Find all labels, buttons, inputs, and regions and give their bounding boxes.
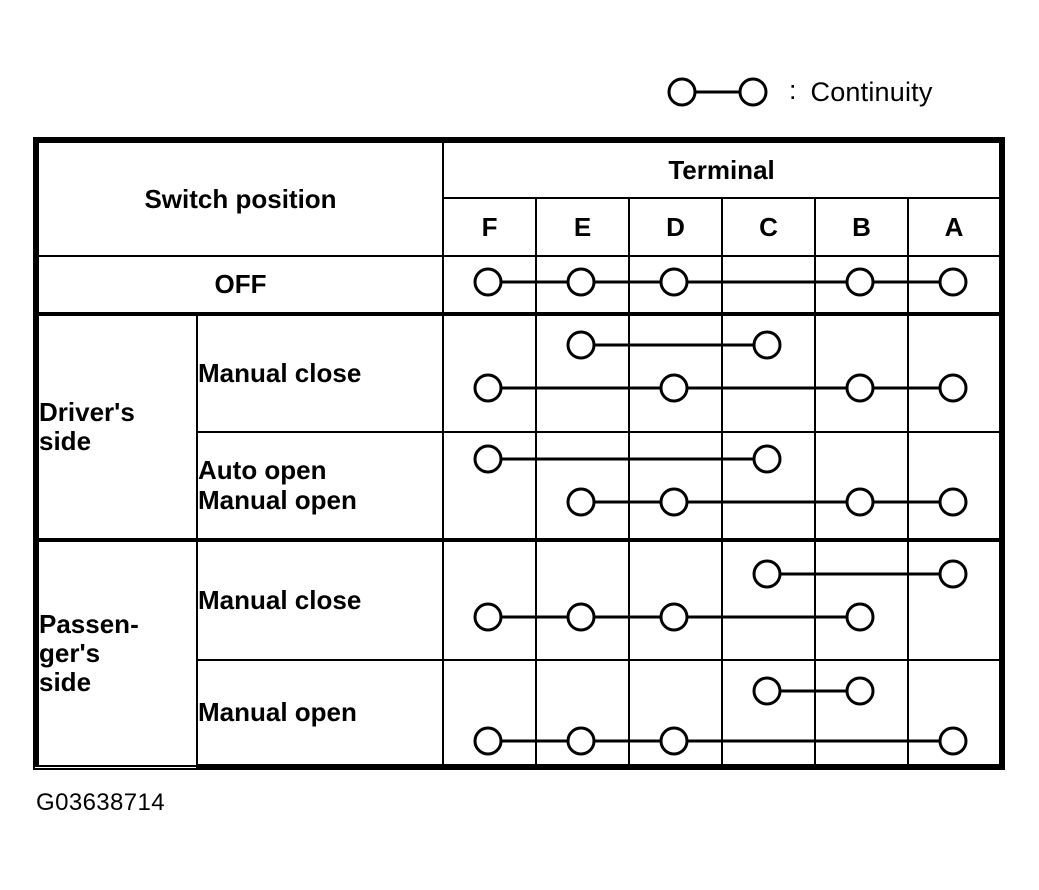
figure-caption: G03638714 [36,789,166,816]
row-label-driver-auto-manual-open: Auto open Manual open [195,431,445,541]
header-terminal-e: E [535,197,631,257]
cell-dmc-f [442,312,538,433]
header-terminal-f: F [442,197,538,257]
cell-pmc-b [814,538,910,661]
row-group-label-driver-side: Driver's side [35,312,198,541]
cell-pmc-e [535,538,631,661]
cell-dao-a [907,431,1004,541]
table-row-passenger-manual-close: Passen- ger's side Manual close [35,538,1004,767]
cell-pmo-a [907,659,1004,768]
row-group-label-passenger-side: Passen- ger's side [35,538,198,767]
legend-label: Continuity [810,76,933,107]
cell-dmc-a [907,312,1004,433]
header-terminal-c: C [721,197,817,257]
cell-off-f [442,255,538,315]
continuity-table: Switch position Terminal F E D C B A OFF [32,137,1006,770]
cell-dao-b [814,431,910,541]
legend: : Continuity [660,68,933,116]
cell-dmc-d [628,312,724,433]
cell-pmc-c [721,538,817,661]
cell-dao-c [721,431,817,541]
legend-colon: : [789,74,797,105]
table-row-driver-manual-close: Driver's side Manual close [35,312,1004,541]
cell-pmc-f [442,538,538,661]
header-switch-position: Switch position [34,139,445,257]
cell-pmo-c [721,659,817,768]
cell-pmo-d [628,659,724,768]
continuity-table-container: Switch position Terminal F E D C B A OFF [32,137,1006,770]
cell-dao-e [535,431,631,541]
row-label-driver-manual-close: Manual close [195,312,445,433]
cell-pmc-a [907,538,1004,661]
cell-off-a [907,255,1004,315]
cell-off-d [628,255,724,315]
cell-pmo-e [535,659,631,768]
cell-pmo-b [814,659,910,768]
cell-pmc-d [628,538,724,661]
table-header-row-1: Switch position Terminal [34,139,1004,257]
cell-off-c [721,255,817,315]
header-terminal: Terminal [442,139,1004,199]
table-row-driver-auto-open: Auto open Manual open [37,431,1004,541]
cell-dao-f [442,431,538,541]
header-terminal-b: B [814,197,910,257]
table-header-row-2: F E D C B A [37,197,1004,257]
table-row-off: OFF [34,255,1004,315]
cell-dmc-c [721,312,817,433]
cell-pmo-f [442,659,538,768]
cell-dmc-b [814,312,910,433]
row-label-passenger-manual-open: Manual open [195,659,445,768]
cell-off-e [535,255,631,315]
row-label-passenger-manual-close: Manual close [195,538,445,661]
cell-dmc-e [535,312,631,433]
header-terminal-a: A [907,197,1004,257]
header-terminal-d: D [628,197,724,257]
continuity-symbol-icon [667,77,768,107]
cell-off-b [814,255,910,315]
cell-dao-d [628,431,724,541]
row-label-off: OFF [34,255,445,315]
